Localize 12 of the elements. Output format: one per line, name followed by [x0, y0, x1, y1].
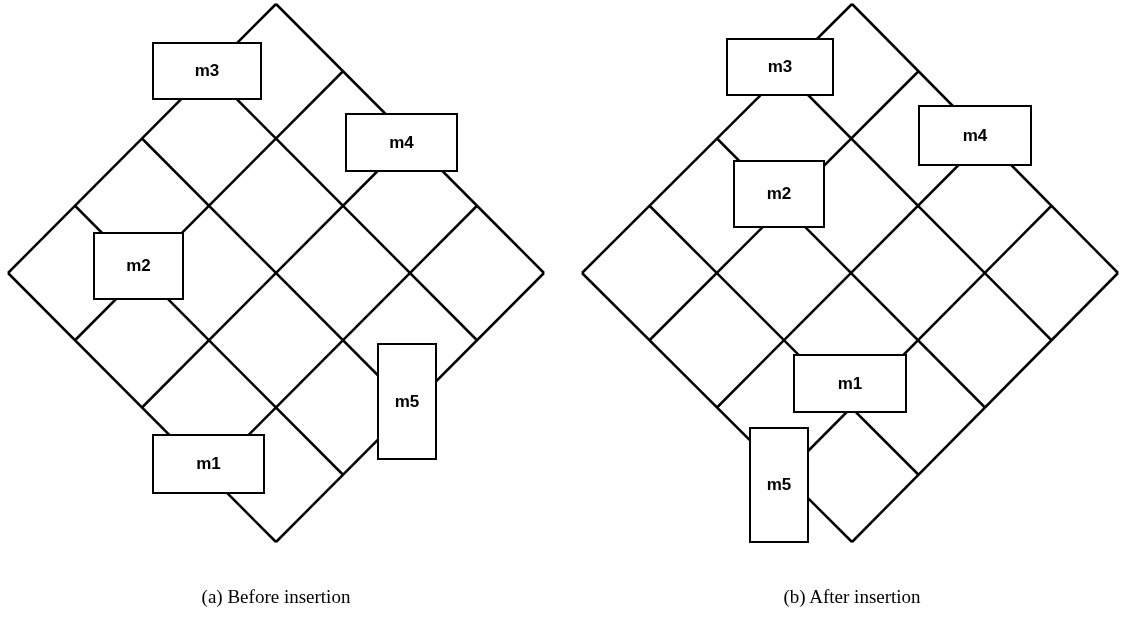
labeled-box: m3	[726, 38, 834, 96]
figure-caption: (b) After insertion	[783, 586, 921, 608]
labeled-box: m4	[918, 105, 1032, 166]
labeled-box: m1	[793, 354, 907, 413]
labeled-box: m4	[345, 113, 458, 172]
labeled-box: m5	[377, 343, 437, 460]
labeled-box: m2	[733, 160, 825, 228]
figure-caption: (a) Before insertion	[201, 586, 351, 608]
labeled-box: m3	[152, 42, 262, 100]
labeled-box: m2	[93, 232, 184, 300]
labeled-box: m5	[749, 427, 809, 543]
labeled-box: m1	[152, 434, 265, 494]
